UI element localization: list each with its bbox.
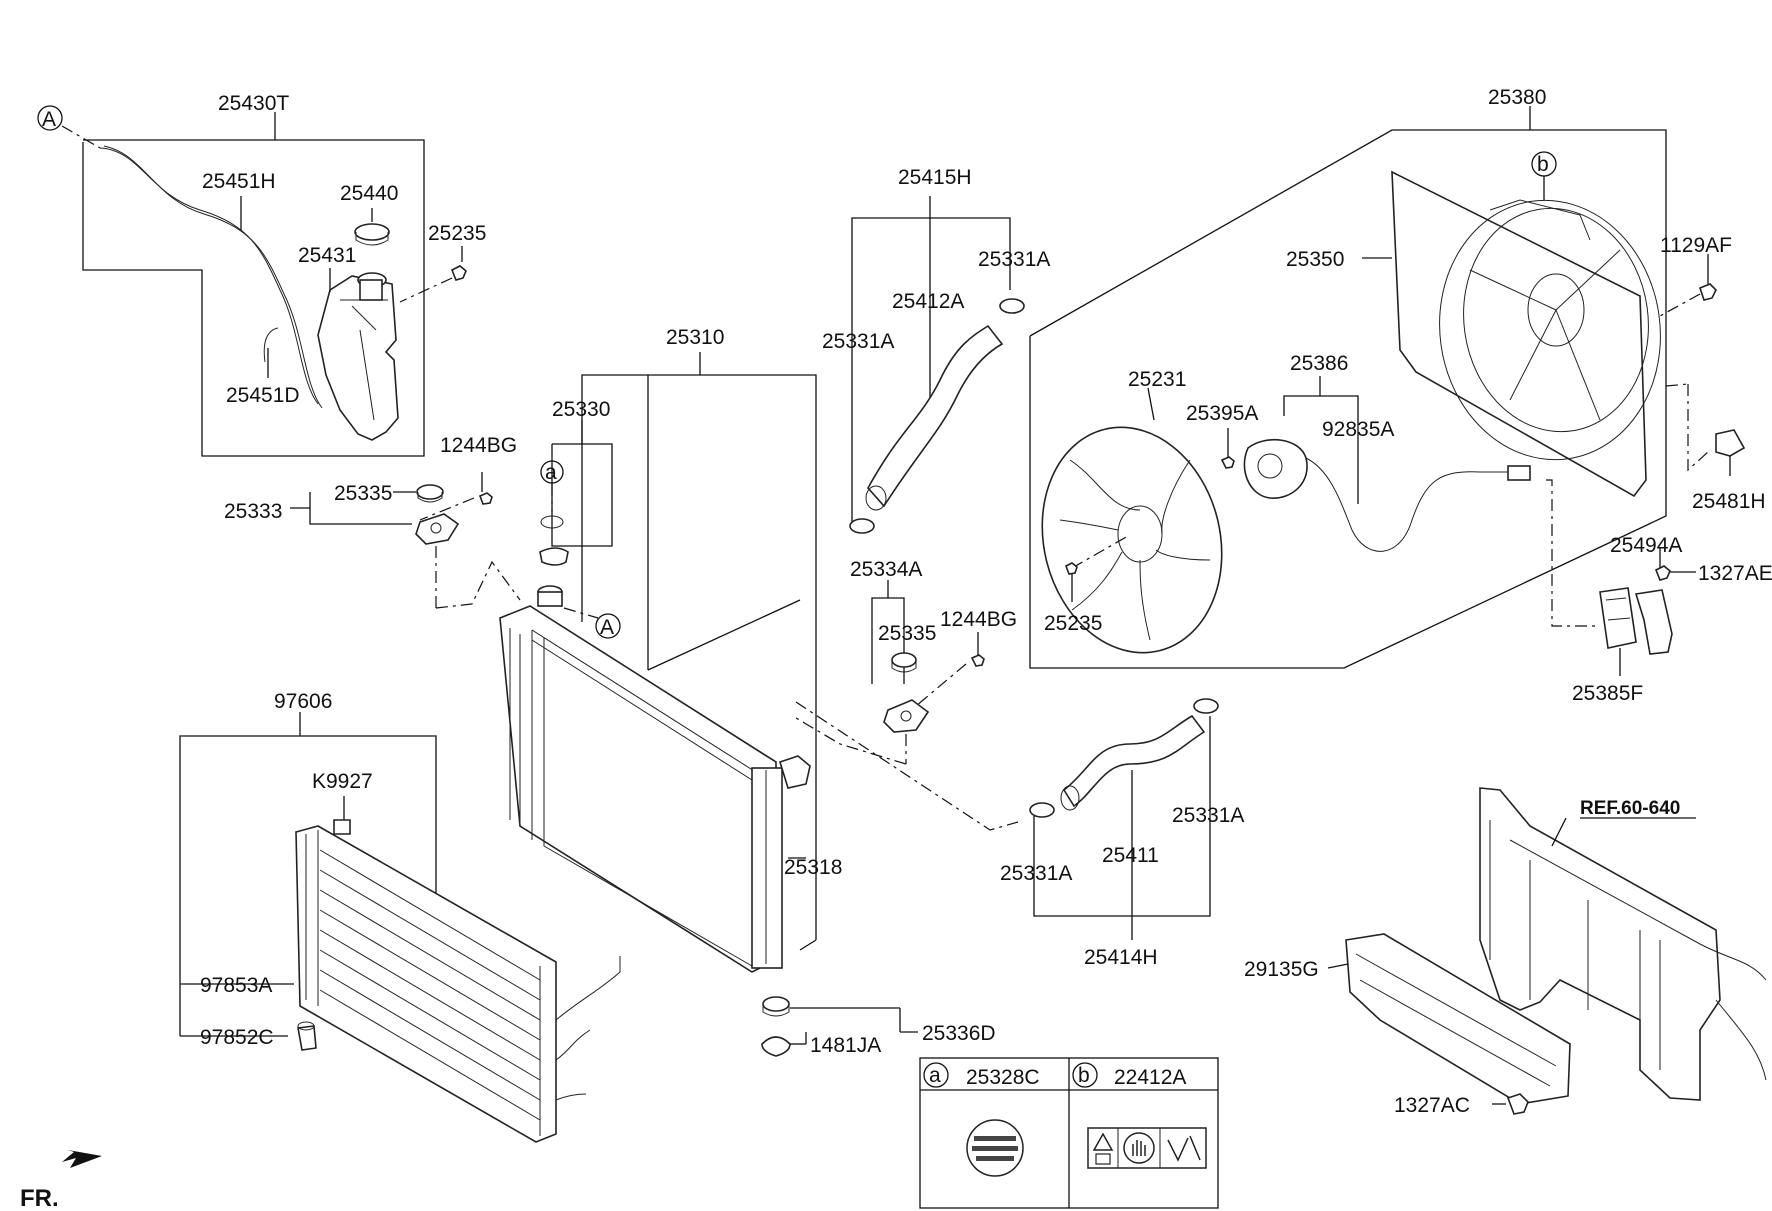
label-1327AE: 1327AE bbox=[1698, 562, 1772, 585]
label-25385F: 25385F bbox=[1572, 682, 1643, 705]
upper-hose-group: 25415H 25331A 25412A 25331A bbox=[822, 166, 1050, 534]
radiator-group: a A 25310 25330 25318 bbox=[499, 326, 996, 1057]
reservoir-tank bbox=[317, 275, 399, 441]
front-direction-indicator: FR. bbox=[20, 1150, 102, 1211]
fan-shroud bbox=[1391, 170, 1647, 498]
front-end-module-group: REF.60-640 29135G 1327AC bbox=[1244, 787, 1767, 1117]
condenser-core bbox=[295, 825, 557, 1143]
upper-radiator-hose bbox=[867, 324, 1004, 508]
bracket-25334A-group: 25334A 25335 1244BG bbox=[795, 558, 1019, 831]
label-25414H: 25414H bbox=[1084, 946, 1158, 969]
label-K9927: K9927 bbox=[312, 770, 373, 793]
reference-label: REF.60-640 bbox=[1580, 798, 1680, 819]
cooling-fan bbox=[1041, 426, 1223, 654]
label-25431: 25431 bbox=[298, 244, 356, 267]
label-25350: 25350 bbox=[1286, 248, 1344, 271]
arrow-icon bbox=[62, 1150, 102, 1168]
label-25231: 25231 bbox=[1128, 368, 1186, 391]
label-25335-left: 25335 bbox=[334, 482, 392, 505]
label-25235-fan: 25235 bbox=[1044, 612, 1102, 635]
label-25336D: 25336D bbox=[922, 1022, 996, 1045]
lower-radiator-hose bbox=[1062, 714, 1206, 808]
reservoir-group: 25430T 25451H 25440 25235 25431 25451D A bbox=[37, 92, 486, 457]
label-25331A-1: 25331A bbox=[978, 248, 1050, 271]
label-25235-top: 25235 bbox=[428, 222, 486, 245]
label-25331A-2: 25331A bbox=[822, 330, 894, 353]
warning-label-icon bbox=[1087, 1127, 1207, 1169]
label-25395A: 25395A bbox=[1186, 402, 1258, 425]
reservoir-cap bbox=[354, 223, 390, 241]
legend-part-b: 22412A bbox=[1114, 1066, 1186, 1089]
fan-resistor bbox=[1599, 587, 1637, 649]
callout-a-radiator: a bbox=[545, 461, 557, 484]
label-25451D: 25451D bbox=[226, 384, 300, 407]
callout-b-shroud: b bbox=[1537, 153, 1549, 176]
label-25412A: 25412A bbox=[892, 290, 964, 313]
label-25335-mid: 25335 bbox=[878, 622, 936, 645]
label-97853A: 97853A bbox=[200, 974, 272, 997]
label-25415H: 25415H bbox=[898, 166, 972, 189]
lower-hose-group: 25331A 25331A 25411 25414H bbox=[1000, 698, 1244, 969]
label-25318: 25318 bbox=[784, 856, 842, 879]
condenser-group: 97606 K9927 97853A 97852C bbox=[179, 690, 621, 1143]
label-1244BG-mid: 1244BG bbox=[940, 608, 1017, 631]
label-25334A: 25334A bbox=[850, 558, 922, 581]
fan-motor bbox=[1243, 439, 1308, 499]
label-25380: 25380 bbox=[1488, 86, 1546, 109]
label-25331A-3: 25331A bbox=[1172, 804, 1244, 827]
callout-A-top: A bbox=[42, 108, 56, 131]
label-29135G: 29135G bbox=[1244, 958, 1319, 981]
label-25331A-4: 25331A bbox=[1000, 862, 1072, 885]
label-25386: 25386 bbox=[1290, 352, 1348, 375]
fan-assembly-group: b bbox=[1029, 86, 1772, 705]
label-92835A: 92835A bbox=[1322, 418, 1394, 441]
label-97852C: 97852C bbox=[200, 1026, 274, 1049]
label-25494A: 25494A bbox=[1610, 534, 1682, 557]
label-25481H: 25481H bbox=[1692, 490, 1766, 513]
callout-A-radiator: A bbox=[600, 616, 614, 639]
label-25333: 25333 bbox=[224, 500, 282, 523]
legend-table: a 25328C b 22412A bbox=[919, 1057, 1219, 1209]
legend-callout-a: a bbox=[929, 1064, 941, 1087]
bracket-25333-group: 1244BG 25335 25333 bbox=[224, 434, 521, 609]
label-1244BG-left: 1244BG bbox=[440, 434, 517, 457]
label-25430T: 25430T bbox=[218, 92, 289, 115]
orientation-label: FR. bbox=[20, 1185, 59, 1211]
label-1129AF: 1129AF bbox=[1660, 234, 1732, 257]
legend-callout-b: b bbox=[1078, 1064, 1090, 1087]
label-25310: 25310 bbox=[666, 326, 724, 349]
radiator-core bbox=[499, 605, 777, 973]
label-25411: 25411 bbox=[1102, 844, 1159, 867]
label-25440: 25440 bbox=[340, 182, 398, 205]
label-97606: 97606 bbox=[274, 690, 332, 713]
label-1481JA: 1481JA bbox=[810, 1034, 881, 1057]
bumper-beam bbox=[1345, 933, 1571, 1105]
label-25451H: 25451H bbox=[202, 170, 276, 193]
legend-part-a: 25328C bbox=[966, 1066, 1040, 1089]
label-1327AC: 1327AC bbox=[1394, 1094, 1470, 1117]
label-25330: 25330 bbox=[552, 398, 610, 421]
